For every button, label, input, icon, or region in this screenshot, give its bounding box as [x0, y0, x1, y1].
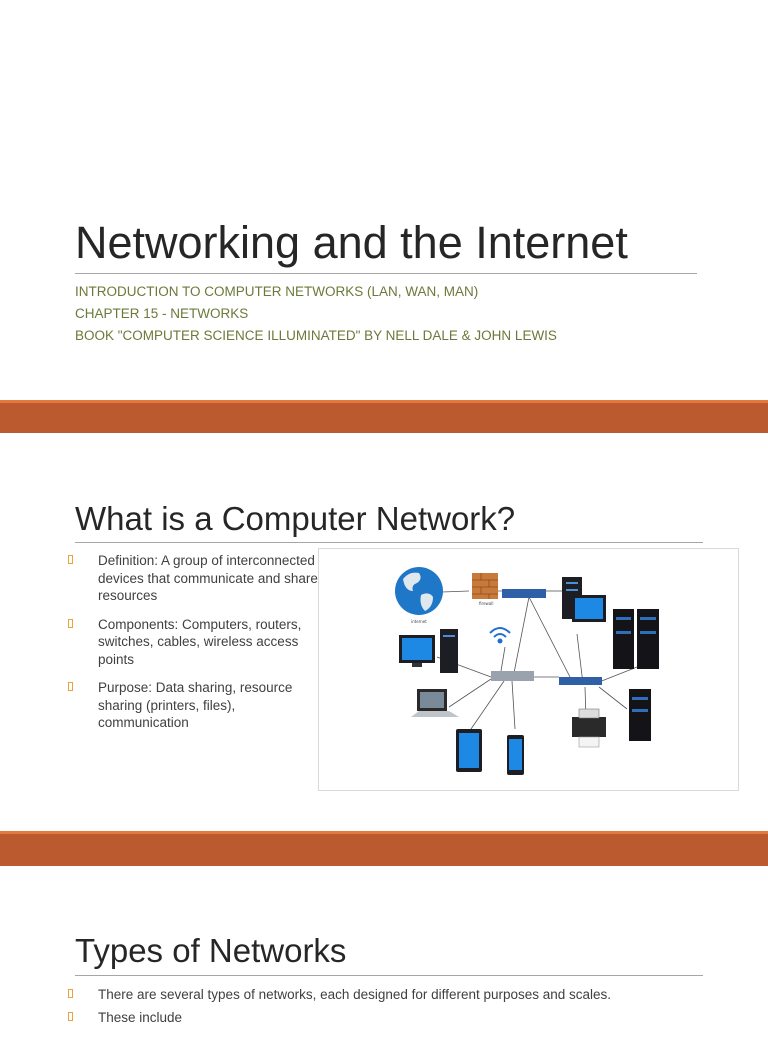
router-icon: [502, 589, 546, 598]
presentation-title: Networking and the Internet: [75, 217, 628, 268]
bullet-text: These include: [98, 1009, 183, 1025]
firewall-icon: firewall: [472, 573, 498, 606]
bullet-text: Purpose: Data sharing, resource sharing …: [98, 680, 293, 730]
bullet-text: Definition: A group of interconnected de…: [98, 553, 318, 603]
svg-text:firewall: firewall: [479, 601, 493, 606]
network-diagram: internet firewall: [318, 548, 739, 791]
bullet-item: These include: [68, 1009, 728, 1027]
monitor-icon: [572, 595, 606, 622]
tablet-icon: [456, 729, 482, 772]
bullet-icon: [68, 989, 73, 998]
wifi-router-icon: [491, 671, 534, 681]
bullet-icon: [68, 682, 73, 691]
bullet-item: Purpose: Data sharing, resource sharing …: [68, 679, 323, 732]
bullet-item: Definition: A group of interconnected de…: [68, 552, 323, 605]
title-slide: Networking and the Internet INTRODUCTION…: [0, 0, 768, 400]
slide-divider: [0, 400, 768, 433]
bullet-item: Components: Computers, routers, switches…: [68, 616, 323, 669]
tower-server-icon: [629, 689, 651, 741]
slide-2-bullet-list: Definition: A group of interconnected de…: [68, 552, 323, 743]
bullet-text: Components: Computers, routers, switches…: [98, 616, 302, 667]
bullet-icon: [68, 555, 73, 564]
slide-2-heading: What is a Computer Network?: [75, 500, 516, 537]
slide-divider: [0, 831, 768, 866]
network-types-slide: [0, 866, 768, 1024]
slide-3-heading: Types of Networks: [75, 932, 347, 969]
bullet-text: There are several types of networks, eac…: [98, 987, 612, 1002]
desktop-computer-icon: [399, 629, 458, 673]
network-diagram-illustration: internet firewall: [395, 567, 659, 775]
wifi-icon: [489, 627, 511, 644]
subtitle-line-1: INTRODUCTION TO COMPUTER NETWORKS (LAN, …: [75, 284, 479, 299]
bullet-icon: [68, 618, 73, 628]
smartphone-icon: [507, 735, 524, 775]
slide-2-heading-underline: [75, 542, 703, 543]
switch-icon: [559, 677, 602, 685]
subtitle-line-3: BOOK "COMPUTER SCIENCE ILLUMINATED" BY N…: [75, 328, 557, 343]
bullet-icon: [68, 1011, 73, 1021]
bullet-item: There are several types of networks, eac…: [68, 986, 728, 1004]
globe-icon: internet: [395, 567, 443, 624]
printer-icon: [572, 708, 606, 748]
subtitle-line-2: CHAPTER 15 - NETWORKS: [75, 306, 249, 321]
svg-text:internet: internet: [411, 619, 427, 624]
laptop-icon: [411, 689, 459, 717]
slide-3-bullet-list: There are several types of networks, eac…: [68, 986, 728, 1037]
slide-3-heading-underline: [75, 975, 703, 976]
title-underline: [75, 273, 697, 274]
server-rack-icon: [613, 609, 659, 669]
